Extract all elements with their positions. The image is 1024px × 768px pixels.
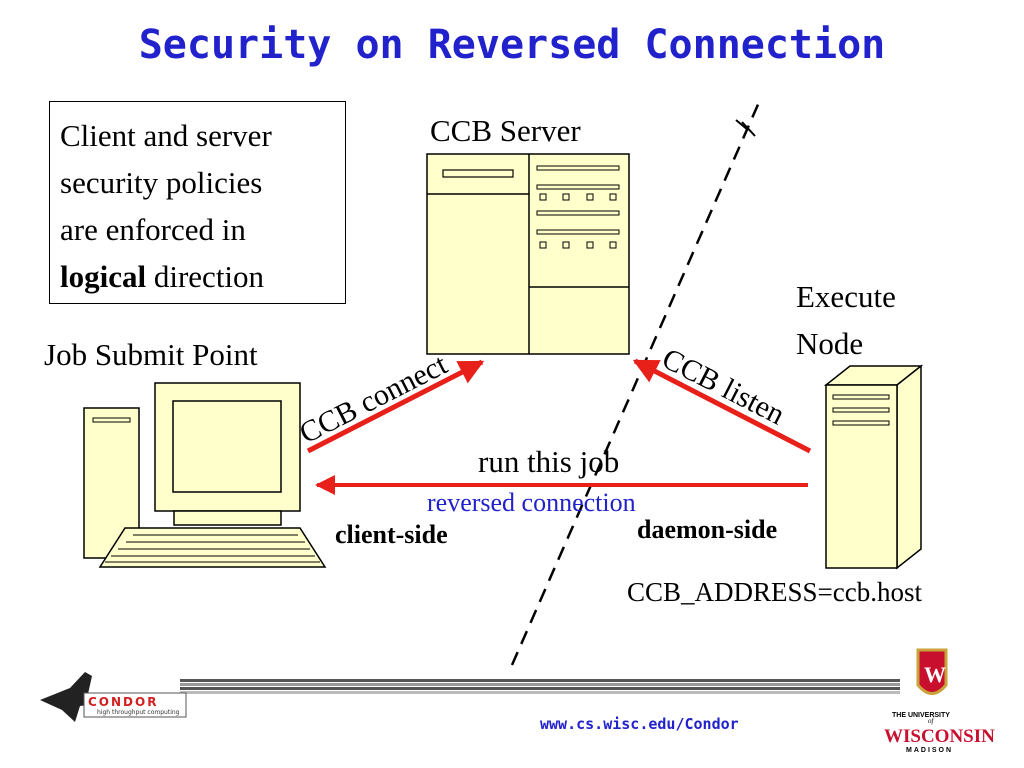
policy-line-4: logical direction	[60, 253, 335, 300]
job-submit-computer-icon	[83, 382, 327, 568]
client-side-label: client-side	[335, 520, 448, 549]
university-name: WISCONSIN	[884, 726, 995, 747]
policy-line-2: security policies	[60, 165, 263, 200]
ccb-connect-label: CCB connect	[294, 348, 453, 451]
ccb-connect-arrow	[306, 359, 485, 454]
logical-direction-dashed-line	[510, 99, 762, 666]
execute-node-tower-icon	[823, 364, 924, 570]
ccb-listen-arrow	[632, 358, 812, 454]
daemon-side-label: daemon-side	[637, 515, 778, 544]
university-line1: THE UNIVERSITY	[892, 712, 950, 719]
reversed-connection-label: reversed connection	[427, 488, 636, 517]
wisconsin-crest-logo: W THE UNIVERSITY of WISCONSIN MADISON	[884, 648, 995, 754]
direction-arrowhead-bar	[741, 121, 756, 137]
policy-line-4-rest: direction	[146, 259, 265, 294]
university-line3: MADISON	[906, 747, 953, 754]
execute-node-label-line1: Execute	[796, 279, 896, 314]
policy-note-box: Client and server security policies are …	[49, 101, 346, 304]
university-of: of	[928, 717, 935, 725]
execute-node-label-line2: Node	[796, 326, 864, 361]
footer-url: www.cs.wisc.edu/Condor	[540, 715, 739, 733]
ccb-server-label: CCB Server	[430, 113, 581, 148]
job-submit-point-label: Job Submit Point	[44, 337, 258, 372]
condor-logo-tagline: high throughput computing	[97, 709, 180, 716]
slide-title: Security on Reversed Connection	[138, 22, 886, 68]
footer-rule	[180, 679, 900, 694]
svg-text:W: W	[924, 662, 946, 687]
ccb-server-icon	[426, 153, 630, 355]
condor-logo-name: CONDOR	[88, 695, 158, 709]
direction-arrowhead	[735, 119, 749, 131]
policy-line-3: are enforced in	[60, 212, 246, 247]
ccb-address-label: CCB_ADDRESS=ccb.host	[627, 577, 923, 607]
policy-bold-word: logical	[60, 259, 147, 294]
ccb-listen-label: CCB listen	[657, 342, 790, 432]
run-job-label: run this job	[478, 444, 620, 479]
policy-line-1: Client and server	[60, 118, 272, 153]
condor-logo: CONDOR high throughput computing	[40, 672, 187, 722]
